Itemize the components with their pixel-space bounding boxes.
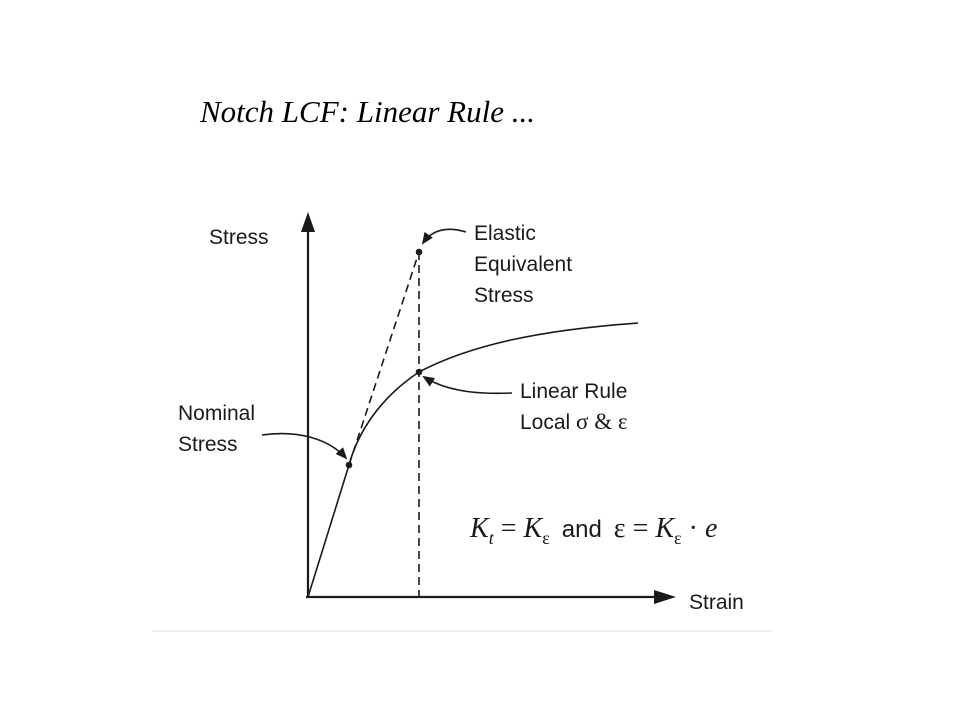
stress-strain-curve: [307, 322, 639, 598]
formula-epsilon: ε: [614, 513, 626, 544]
nominal-leader-arrow: [261, 432, 348, 460]
elastic-label-line2: Equivalent: [474, 253, 572, 276]
elastic-label-line3: Stress: [474, 284, 534, 307]
nominal-stress-point: [345, 461, 353, 469]
stress-axis-arrowhead: [301, 212, 315, 232]
formula-equals-2: =: [626, 513, 656, 544]
formula-and-word: and: [562, 516, 602, 543]
formula-dot: ·: [682, 513, 705, 544]
slide-title: Notch LCF: Linear Rule ...: [200, 94, 535, 129]
epsilon-symbol: ε: [618, 409, 628, 434]
formula-equals-1: =: [494, 513, 524, 544]
formula-ke: K: [523, 513, 544, 544]
elastic-extension-line: [348, 251, 420, 466]
elastic-leader-arrow: [421, 228, 467, 245]
local-word: Local: [520, 411, 576, 434]
nominal-label-line1: Nominal: [178, 402, 255, 425]
formula-ke-subscript: ε: [542, 528, 550, 548]
ampersand: &: [588, 409, 617, 434]
elastic-equivalent-point: [415, 248, 423, 256]
sigma-symbol: σ: [576, 409, 589, 434]
strain-axis-arrowhead: [654, 590, 676, 604]
strain-axis-label: Strain: [689, 591, 744, 614]
formula-ke-2: K: [654, 513, 675, 544]
linear-rule-leader-arrow: [422, 375, 513, 395]
elastic-label-line1: Elastic: [474, 222, 536, 245]
linear-rule-label-line1: Linear Rule: [520, 380, 627, 403]
formula-kt-subscript: t: [489, 528, 495, 548]
formula-ke-2-subscript: ε: [674, 528, 682, 548]
local-stress-point: [415, 368, 423, 376]
nominal-label-line2: Stress: [178, 433, 238, 456]
formula-kt: K: [469, 513, 490, 544]
linear-rule-label-line2: Local σ & ε: [520, 409, 628, 434]
stress-axis-label: Stress: [209, 226, 269, 249]
formula-e: e: [705, 513, 717, 544]
